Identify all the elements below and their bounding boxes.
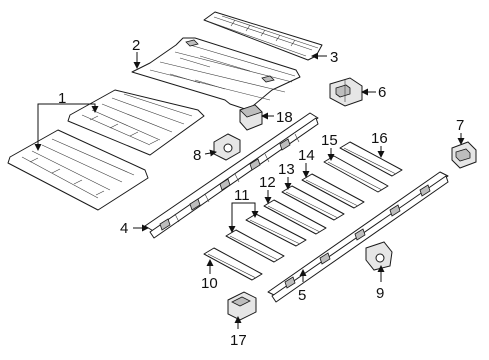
part-8-bracket (213, 133, 241, 161)
callout-18: 18 (276, 109, 293, 126)
callout-16: 16 (371, 130, 388, 147)
callout-13: 13 (278, 161, 295, 178)
callout-1: 1 (58, 90, 66, 107)
callout-8: 8 (193, 147, 201, 164)
part-4-frame-rail (144, 112, 319, 239)
rear-floor-panel-upper (67, 89, 205, 156)
callout-12: 12 (259, 174, 276, 191)
callout-17: 17 (230, 332, 247, 349)
callout-labels: 1 2 3 4 5 6 7 8 9 10 11 12 13 14 15 16 1… (58, 37, 464, 349)
callout-2: 2 (132, 37, 140, 54)
part-16-crossmember (339, 141, 403, 177)
mid-floor-panel (131, 37, 301, 111)
callout-5: 5 (298, 287, 306, 304)
callout-14: 14 (298, 147, 315, 164)
callout-7: 7 (456, 117, 464, 134)
callout-3: 3 (330, 49, 338, 66)
part-9-bracket (365, 241, 393, 271)
callout-9: 9 (376, 285, 384, 302)
callout-11: 11 (234, 187, 250, 204)
rear-floor-panel-lower (7, 129, 149, 211)
front-floor-panel (203, 11, 323, 61)
part-6-bracket (329, 77, 363, 107)
callout-15: 15 (321, 132, 338, 149)
callout-10: 10 (201, 275, 218, 292)
part-10-crossmember (203, 247, 263, 281)
part-7-bracket (451, 141, 477, 169)
callout-4: 4 (120, 220, 128, 237)
callout-6: 6 (378, 84, 386, 101)
part-5-frame-rail (267, 171, 449, 303)
leader-lines (34, 52, 465, 329)
part-17-bracket (227, 291, 257, 321)
part-18-bracket (239, 104, 263, 131)
